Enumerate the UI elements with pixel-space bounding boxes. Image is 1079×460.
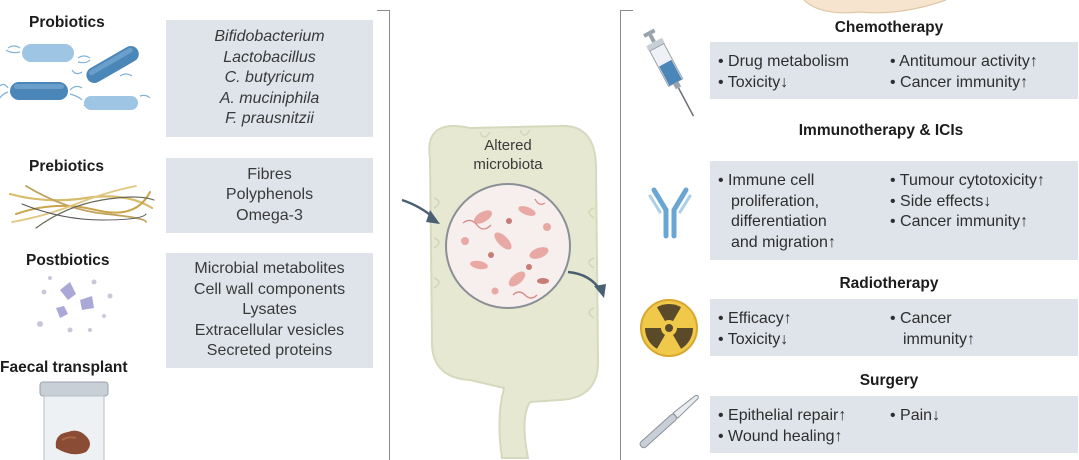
postbiotics-title: Postbiotics <box>26 252 110 269</box>
surgery-effect: • Epithelial repair↑ <box>718 407 847 424</box>
prebiotics-fibres-icon <box>8 185 155 229</box>
probiotic-item: F. prausnitzii <box>225 110 314 128</box>
chemo-effect: • Drug metabolism <box>718 53 849 70</box>
prebiotics-title: Prebiotics <box>29 158 104 175</box>
radiation-icon <box>640 299 698 357</box>
immuno-effect: • Immune cell <box>718 172 815 189</box>
prebiotic-item: Fibres <box>247 165 292 183</box>
postbiotic-item: Microbial metabolites <box>194 260 345 278</box>
probiotic-item: Lactobacillus <box>223 48 316 66</box>
radio-effect: • Efficacy↑ <box>718 310 792 327</box>
immuno-effect: • Tumour cytotoxicity↑ <box>890 172 1045 189</box>
radio-effect: • Toxicity↓ <box>718 330 789 348</box>
postbiotic-item: Lysates <box>242 301 297 319</box>
probiotics-bacteria-icon <box>0 44 151 110</box>
radiotherapy-title: Radiotherapy <box>839 275 939 292</box>
probiotic-item: A. muciniphila <box>219 89 320 107</box>
surgery-effect: • Wound healing↑ <box>718 427 843 445</box>
inflow-arrow <box>401 198 440 224</box>
prebiotics-list: Fibres Polyphenols Omega-3 <box>166 158 373 233</box>
brain-fragment-icon <box>803 0 947 14</box>
immuno-effect: • Side effects↓ <box>890 192 992 210</box>
chemo-effect: • Cancer immunity↑ <box>890 73 1029 91</box>
immuno-effect: • Cancer immunity↑ <box>890 213 1029 230</box>
postbiotic-item: Extracellular vesicles <box>194 321 345 339</box>
label-line-2: microbiota <box>473 156 543 173</box>
right-bracket <box>620 10 633 460</box>
immuno-effect: differentiation <box>731 213 827 230</box>
prebiotic-item: Polyphenols <box>225 186 314 204</box>
probiotics-list: Bifidobacterium Lactobacillus C. butyric… <box>166 20 373 137</box>
surgery-box: • Epithelial repair↑ • Wound healing↑ • … <box>710 396 1078 453</box>
postbiotic-item: Cell wall components <box>193 280 346 298</box>
immunotherapy-box: • Immune cell proliferation, differentia… <box>710 161 1078 260</box>
altered-microbiota-label: Altered microbiota <box>458 136 558 174</box>
outflow-arrow <box>567 270 606 298</box>
syringe-icon <box>643 28 695 117</box>
probiotic-item: C. butyricum <box>224 69 315 87</box>
chemotherapy-box: • Drug metabolism • Toxicity↓ • Antitumo… <box>710 42 1078 99</box>
chemo-effect: • Toxicity↓ <box>718 73 789 91</box>
radio-effect: immunity↑ <box>903 330 976 348</box>
radio-effect: • Cancer <box>890 310 952 327</box>
postbiotics-list: Microbial metabolites Cell wall componen… <box>166 253 373 368</box>
microbiota-magnifier <box>445 183 571 309</box>
chemotherapy-title: Chemotherapy <box>834 19 944 36</box>
faecal-transplant-title: Faecal transplant <box>0 359 128 376</box>
label-line-1: Altered <box>484 137 532 154</box>
immuno-effect: and migration↑ <box>731 233 836 251</box>
antibody-icon <box>648 187 692 239</box>
postbiotic-item: Secreted proteins <box>206 342 333 360</box>
surgery-effect: • Pain↓ <box>890 407 941 424</box>
radiotherapy-box: • Efficacy↑ • Toxicity↓ • Cancer immunit… <box>710 299 1078 356</box>
probiotics-title: Probiotics <box>29 14 105 31</box>
immunotherapy-title: Immunotherapy & ICIs <box>798 122 964 139</box>
scalpel-icon <box>639 394 699 449</box>
immuno-effect: proliferation, <box>731 192 820 210</box>
left-bracket <box>377 10 390 460</box>
faecal-jar-icon <box>39 381 109 460</box>
surgery-title: Surgery <box>859 372 919 389</box>
probiotic-item: Bifidobacterium <box>214 28 325 46</box>
prebiotic-item: Omega-3 <box>236 206 303 224</box>
chemo-effect: • Antitumour activity↑ <box>890 53 1038 70</box>
postbiotics-particles-icon <box>37 276 113 333</box>
